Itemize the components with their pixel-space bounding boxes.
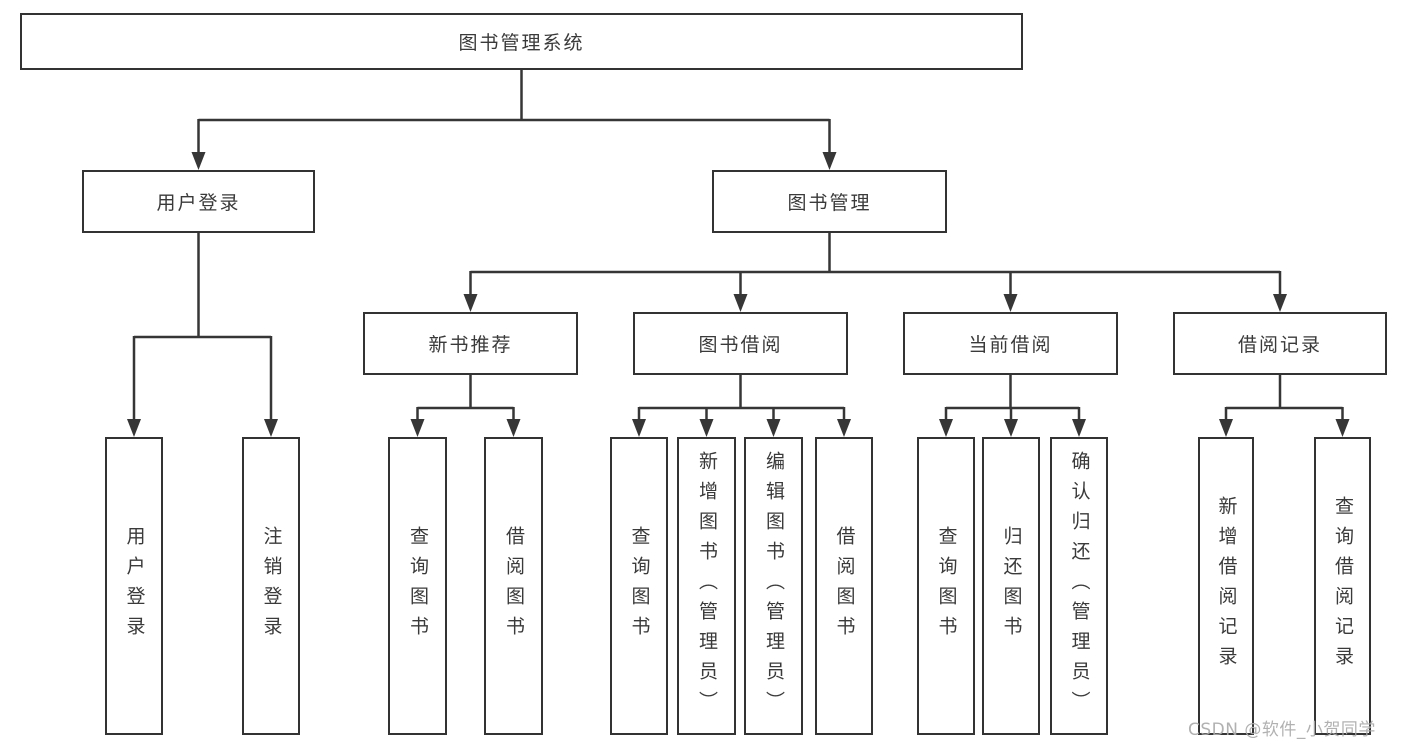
node-label: 新增图书（管理员） bbox=[696, 451, 718, 721]
arrowhead bbox=[837, 419, 851, 437]
leaf-return-books: 归还图书 bbox=[982, 437, 1040, 735]
leaf-confirm-return-admin: 确认归还（管理员） bbox=[1050, 437, 1108, 735]
leaf-query-books-current: 查询图书 bbox=[917, 437, 975, 735]
arrowhead bbox=[1072, 419, 1086, 437]
node-label: 编辑图书（管理员） bbox=[763, 451, 785, 721]
arrowhead bbox=[1335, 419, 1350, 437]
arrowhead bbox=[463, 294, 478, 312]
arrowhead bbox=[1003, 294, 1018, 312]
arrowhead bbox=[264, 419, 278, 437]
edge-borrow-records-to-leaves bbox=[1224, 375, 1344, 421]
leaf-query-books-borrow: 查询图书 bbox=[610, 437, 668, 735]
node-label: 用户登录 bbox=[156, 192, 241, 214]
node-label: 查询图书 bbox=[628, 526, 651, 646]
node-label: 注销登录 bbox=[260, 526, 283, 646]
node-label: 借阅图书 bbox=[833, 526, 856, 646]
arrowhead bbox=[766, 419, 781, 437]
arrowhead bbox=[127, 419, 141, 437]
edge-user-login-to-leaves bbox=[132, 233, 273, 421]
node-label: 新书推荐 bbox=[428, 334, 513, 356]
node-current-borrow: 当前借阅 bbox=[903, 312, 1118, 375]
leaf-add-books-admin: 新增图书（管理员） bbox=[677, 437, 736, 735]
node-label: 借阅记录 bbox=[1237, 334, 1322, 356]
node-label: 查询图书 bbox=[407, 526, 429, 646]
edge-book-management-to-level3 bbox=[469, 233, 1282, 296]
leaf-add-borrow-record: 新增借阅记录 bbox=[1198, 437, 1254, 735]
node-label: 当前借阅 bbox=[968, 334, 1053, 356]
node-root-library-system: 图书管理系统 bbox=[20, 13, 1023, 70]
edge-root-to-level2 bbox=[197, 70, 831, 154]
node-book-borrow: 图书借阅 bbox=[633, 312, 848, 375]
arrowhead bbox=[632, 419, 646, 437]
node-new-book-recommend: 新书推荐 bbox=[363, 312, 578, 375]
leaf-query-books-recommend: 查询图书 bbox=[388, 437, 447, 735]
node-label: 查询借阅记录 bbox=[1332, 496, 1354, 676]
arrowhead bbox=[733, 294, 748, 312]
leaf-user-login: 用户登录 bbox=[105, 437, 163, 735]
leaf-query-borrow-record: 查询借阅记录 bbox=[1314, 437, 1371, 735]
node-label: 新增借阅记录 bbox=[1215, 496, 1238, 676]
edge-current-borrow-to-leaves bbox=[944, 375, 1081, 421]
node-label: 借阅图书 bbox=[503, 526, 525, 646]
arrowhead bbox=[699, 419, 714, 437]
csdn-watermark: CSDN @软件_小贺同学 bbox=[1188, 720, 1376, 740]
arrowhead bbox=[1219, 419, 1233, 437]
leaf-logout: 注销登录 bbox=[242, 437, 300, 735]
edge-book-borrow-to-leaves bbox=[637, 375, 846, 421]
arrowhead bbox=[1004, 419, 1018, 437]
arrowhead bbox=[191, 152, 206, 170]
node-user-login: 用户登录 bbox=[82, 170, 315, 233]
node-label: 图书管理系统 bbox=[458, 32, 585, 54]
edge-new-books-to-leaves bbox=[416, 375, 515, 421]
node-book-management: 图书管理 bbox=[712, 170, 947, 233]
node-borrow-records: 借阅记录 bbox=[1173, 312, 1387, 375]
node-label: 查询图书 bbox=[935, 526, 958, 646]
arrowhead bbox=[1273, 294, 1287, 312]
arrowhead bbox=[822, 152, 837, 170]
node-label: 图书借阅 bbox=[698, 334, 783, 356]
node-label: 图书管理 bbox=[787, 192, 872, 214]
leaf-borrow-books-recommend: 借阅图书 bbox=[484, 437, 543, 735]
arrowhead bbox=[410, 419, 425, 437]
arrowhead bbox=[939, 419, 953, 437]
node-label: 归还图书 bbox=[1000, 526, 1023, 646]
node-label: 确认归还（管理员） bbox=[1068, 451, 1091, 721]
node-label: 用户登录 bbox=[123, 526, 146, 646]
leaf-borrow-books: 借阅图书 bbox=[815, 437, 873, 735]
arrowhead bbox=[506, 419, 521, 437]
leaf-edit-books-admin: 编辑图书（管理员） bbox=[744, 437, 803, 735]
